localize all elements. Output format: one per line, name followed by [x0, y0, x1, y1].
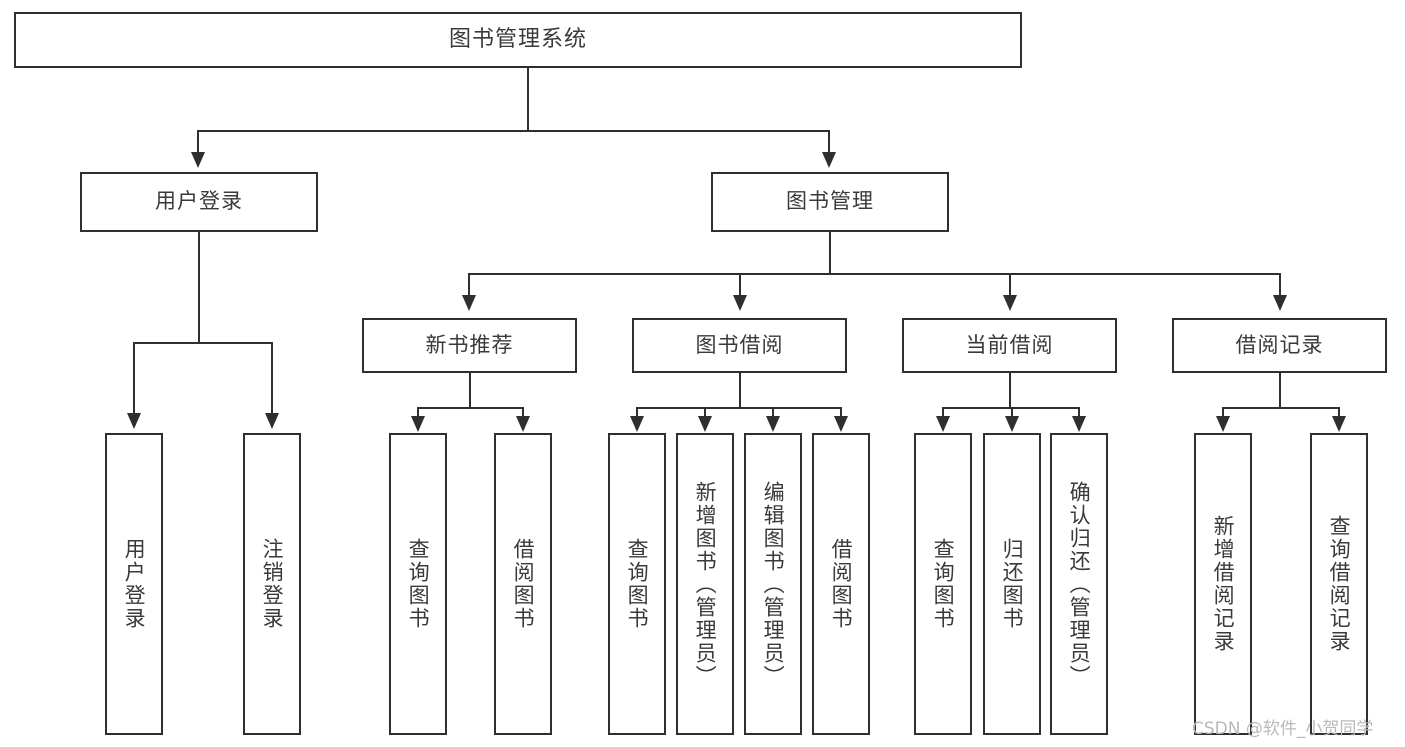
edge-user-login-to-leaf-1 — [133, 342, 135, 416]
edge-new-book-to-leaf-2 — [522, 407, 524, 419]
node-current-borrowing[interactable]: 当前借阅 — [902, 318, 1117, 373]
edge-record-stem — [1279, 373, 1281, 408]
edge-borrow-stem — [739, 373, 741, 408]
edge-new-book-bus — [417, 407, 524, 409]
arrowhead-bm-to-new-book — [462, 295, 476, 311]
edge-user-login-stem — [198, 232, 200, 343]
edge-current-to-leaf-3 — [1078, 407, 1080, 419]
edge-user-login-bus — [133, 342, 273, 344]
edge-current-to-leaf-2 — [1011, 407, 1013, 419]
edge-record-to-leaf-2 — [1338, 407, 1340, 419]
edge-bm-to-current — [1009, 273, 1011, 298]
arrowhead-borrow-to-leaf-4 — [834, 416, 848, 432]
edge-current-bus — [942, 407, 1079, 409]
edge-borrow-bus — [636, 407, 841, 409]
edge-root-to-user-login — [197, 130, 199, 155]
arrowhead-new-book-to-leaf-2 — [516, 416, 530, 432]
arrowhead-bm-to-record — [1273, 295, 1287, 311]
edge-borrow-to-leaf-2 — [704, 407, 706, 419]
edge-book-management-bus — [468, 273, 1280, 275]
edge-root-to-book-management — [828, 130, 830, 155]
leaf-logout[interactable]: 注销登录 — [243, 433, 301, 735]
node-root-book-management-system[interactable]: 图书管理系统 — [14, 12, 1022, 68]
leaf-add-book-admin[interactable]: 新增图书（管理员） — [676, 433, 734, 735]
edge-root-stem — [527, 68, 529, 130]
arrowhead-new-book-to-leaf-1 — [411, 416, 425, 432]
arrowhead-borrow-to-leaf-2 — [698, 416, 712, 432]
edge-bm-to-borrow — [739, 273, 741, 298]
edge-root-bus — [197, 130, 830, 132]
leaf-query-books-current[interactable]: 查询图书 — [914, 433, 972, 735]
arrowhead-user-login-to-leaf-1 — [127, 413, 141, 429]
leaf-edit-book-admin[interactable]: 编辑图书（管理员） — [744, 433, 802, 735]
node-borrowing-record[interactable]: 借阅记录 — [1172, 318, 1387, 373]
arrowhead-current-to-leaf-3 — [1072, 416, 1086, 432]
edge-new-book-to-leaf-1 — [417, 407, 419, 419]
edge-bm-to-record — [1279, 273, 1281, 298]
edge-current-stem — [1009, 373, 1011, 408]
edge-borrow-to-leaf-1 — [636, 407, 638, 419]
leaf-query-books-new-book[interactable]: 查询图书 — [389, 433, 447, 735]
node-book-management[interactable]: 图书管理 — [711, 172, 949, 232]
arrowhead-record-to-leaf-1 — [1216, 416, 1230, 432]
arrowhead-bm-to-current — [1003, 295, 1017, 311]
arrowhead-user-login-to-leaf-2 — [265, 413, 279, 429]
edge-record-bus — [1222, 407, 1339, 409]
edge-bm-to-new-book — [468, 273, 470, 298]
leaf-query-books-borrow[interactable]: 查询图书 — [608, 433, 666, 735]
leaf-user-login[interactable]: 用户登录 — [105, 433, 163, 735]
node-user-login[interactable]: 用户登录 — [80, 172, 318, 232]
arrowhead-record-to-leaf-2 — [1332, 416, 1346, 432]
edge-borrow-to-leaf-3 — [772, 407, 774, 419]
leaf-return-books[interactable]: 归还图书 — [983, 433, 1041, 735]
arrowhead-bm-to-borrow — [733, 295, 747, 311]
leaf-borrow-books-new-book[interactable]: 借阅图书 — [494, 433, 552, 735]
arrowhead-root-to-book-management — [822, 152, 836, 168]
arrowhead-borrow-to-leaf-3 — [766, 416, 780, 432]
arrowhead-root-to-user-login — [191, 152, 205, 168]
arrowhead-current-to-leaf-2 — [1005, 416, 1019, 432]
node-book-borrowing[interactable]: 图书借阅 — [632, 318, 847, 373]
node-new-book-recommendation[interactable]: 新书推荐 — [362, 318, 577, 373]
edge-record-to-leaf-1 — [1222, 407, 1224, 419]
leaf-query-borrow-record[interactable]: 查询借阅记录 — [1310, 433, 1368, 735]
edge-borrow-to-leaf-4 — [840, 407, 842, 419]
leaf-borrow-books[interactable]: 借阅图书 — [812, 433, 870, 735]
arrowhead-borrow-to-leaf-1 — [630, 416, 644, 432]
leaf-add-borrow-record[interactable]: 新增借阅记录 — [1194, 433, 1252, 735]
edge-current-to-leaf-1 — [942, 407, 944, 419]
edge-user-login-to-leaf-2 — [271, 342, 273, 416]
leaf-confirm-return-admin[interactable]: 确认归还（管理员） — [1050, 433, 1108, 735]
edge-book-management-stem — [829, 232, 831, 274]
arrowhead-current-to-leaf-1 — [936, 416, 950, 432]
edge-new-book-stem — [469, 373, 471, 408]
